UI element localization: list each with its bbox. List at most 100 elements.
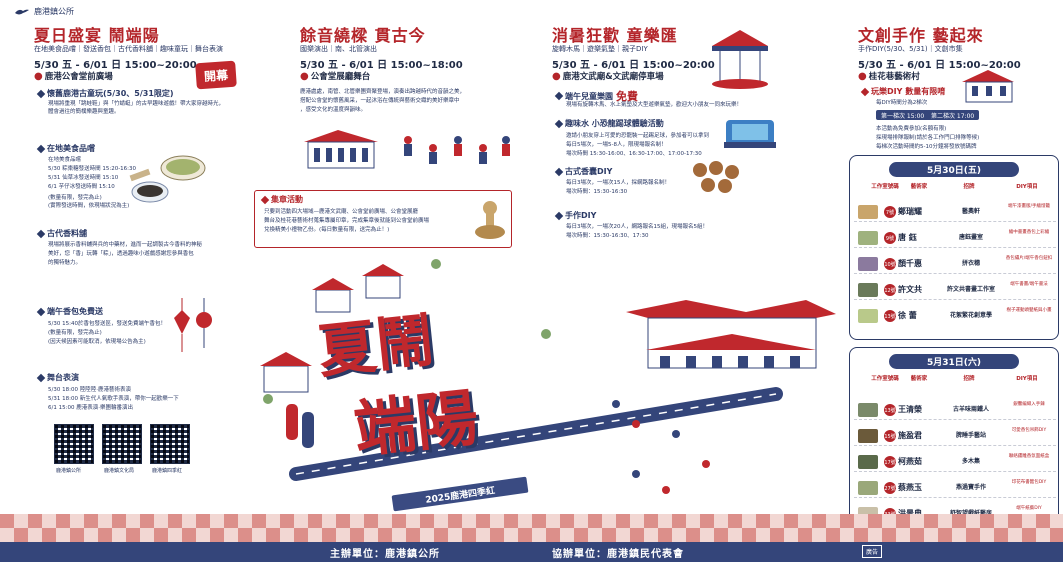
diamond-bullet-icon: [554, 119, 564, 128]
col2-venue: ● 公會堂展廳舞台: [300, 70, 371, 83]
diamond-bullet-icon: [36, 307, 46, 316]
col3-venue: ● 鹿港文武廟&文武廟停車場: [552, 70, 664, 83]
slot2-pill: 第二梯次 17:00: [926, 110, 980, 120]
col1-sec2-line5: (數量有限，發完為止): [48, 195, 102, 201]
artist-thumb: [858, 455, 878, 469]
col1-title: 夏日盛宴 鬧端陽: [34, 26, 160, 45]
col3-sec1-head: 端午兒童樂園免費: [554, 88, 638, 104]
diamond-bullet-icon: [36, 229, 46, 238]
col1-subtitle: 在地美食品嚐｜發送香包｜古代香料舖｜趣味童玩｜舞台表演: [34, 45, 223, 53]
col1-sec2-head: 在地美食品嚐: [36, 143, 95, 154]
schedule-day2: 5月31日(六) 工作室號碼 藝術家 招牌 DIY項目 13號王清榮古羊味兩鐵人…: [849, 347, 1059, 539]
col2-line2: 搭配公會堂的懷舊風采，一起沐浴在傳統與藝術交織的美好樂章中: [300, 98, 460, 104]
schedule-row: 10號顏千惠拼衣穗香包繡片/端午香包鈕扣: [854, 254, 1056, 274]
note2: 採現場排隊報制(請於各工作門口排隊等候): [876, 135, 980, 141]
diamond-bullet-icon: [36, 89, 46, 98]
col1-sec1-line1: 現場將重現「跳蛙鞋」與「竹蜻蜓」的古早趣味遊戲！帶大家穿越時光，: [48, 101, 225, 107]
bird-logo-icon: [15, 9, 29, 14]
col3-sec2-line3: 場次時間 15:30-16:00、16:30-17:00、17:00-17:30: [566, 151, 702, 157]
cookies-illustration: [693, 161, 739, 193]
col1-sec3-line3: 的獨特魅力。: [48, 260, 82, 266]
col3-subtitle: 旋轉木馬｜遊樂氣墊｜親子DIY: [552, 45, 648, 53]
inflatable-illustration: [724, 120, 776, 148]
qr-code-3[interactable]: [150, 424, 190, 464]
note3: 每梯次活動時間約5-10分鐘將發放號碼牌: [876, 144, 977, 150]
food-illustration: [129, 155, 206, 203]
note1: 本活動為免費參加(名額有限): [876, 126, 947, 132]
diy-head: 玩樂DIY 數量有限唷: [860, 86, 945, 97]
qr-label-1: 鹿港鎮公所: [56, 468, 82, 474]
art-village-illustration: [962, 70, 1014, 103]
sachet-illustration: [174, 298, 212, 352]
schedule-row: 7號鄭瑞耀藝奧軒端午漆畫版/手繪燈籠: [854, 202, 1056, 222]
collect-line1: 只要到活動四大場域—鹿港文武廟、公會堂前廣場、公會堂展廳: [264, 209, 419, 215]
diy-sub: 每DIY時間分為2梯次: [876, 100, 928, 106]
col1-date: 5/30 五 - 6/01 日 15:00~20:00: [34, 60, 197, 71]
col1-sec4-line3: (因天候因素可能取消，依現場公告為主): [48, 339, 146, 345]
col3-sec3-head: 古式香囊DIY: [554, 166, 612, 177]
schedule-row: 9號唐 鈺唐鈺畫室繪中書畫香包上彩繪: [854, 228, 1056, 248]
schedule-row: 15號施盈君脾睡手藝站可愛香包吊飾DIY: [854, 426, 1056, 446]
col1-sec2-line4: 6/1 芋仔冰發送時間 15:10: [48, 184, 115, 190]
schedule-row: 12號許文共許文共書畫工作室端午書畫/端午書法: [854, 280, 1056, 300]
diamond-bullet-icon: [860, 87, 870, 96]
col3-sec2-line1: 邀請小朋友穿上可愛的恐龍裝一起踢足球，參加者可以拿到: [566, 133, 710, 139]
col3-sec3-line2: 場次時間：15:30-16:30: [566, 189, 628, 195]
collect-line2: 舞台及桂花巷藝術村蒐集專屬印章，完成集章後就能到公會堂前廣場: [264, 218, 430, 224]
slot1-pill: 第一梯次 15:00: [876, 110, 930, 120]
col3-date: 5/30 五 - 6/01 日 15:00~20:00: [552, 60, 715, 71]
col1-sec4-head: 端午香包免費送: [36, 306, 103, 317]
checker-floor: [0, 514, 1063, 542]
diamond-bullet-icon: [554, 91, 564, 101]
schedule-day2-head: 5月31日(六): [889, 354, 1019, 369]
col2-title: 餘音繞樑 貫古今: [300, 26, 426, 45]
col3-sec4-head: 手作DIY: [554, 210, 596, 221]
diamond-bullet-icon: [36, 373, 46, 382]
col4-date: 5/30 五 - 6/01 日 15:00~20:00: [858, 60, 1021, 71]
collect-head: 集章活動: [260, 194, 303, 205]
col1-sec4-line2: (數量有限，發完為止): [48, 330, 102, 336]
col3-sec1-line1: 現場有旋轉木馬、水上氣墊及大型遊樂氣墊，歡迎大小朋友一同來玩樂！: [566, 102, 743, 108]
schedule-day1: 5月30日(五) 工作室號碼 藝術家 招牌 DIY項目 7號鄭瑞耀藝奧軒端午漆畫…: [849, 155, 1059, 340]
artist-thumb: [858, 205, 878, 219]
stamp-collection-box: [254, 190, 512, 248]
col1-sec5-line1: 5/30 18:00 陸陸陸‧鹿港藝術表演: [48, 387, 131, 393]
co-host-unit: 協辦單位：鹿港鎮民代表會: [552, 549, 684, 560]
carousel-illustration: [712, 30, 768, 89]
col2-subtitle: 國樂演出｜南、北管演出: [300, 45, 377, 53]
stamp-icon: [475, 201, 505, 239]
schedule-row: 17號柯燕茹多木集聯絡鏤雕香氛面紙盒: [854, 452, 1056, 472]
artist-thumb: [858, 309, 878, 323]
schedule-row: 27號蔡燕玉燕過寶手作印花布書籤包DIY: [854, 478, 1056, 498]
col2-date: 5/30 五 - 6/01 日 15:00~18:00: [300, 60, 463, 71]
col4-subtitle: 手作DIY(5/30、5/31)｜文創市集: [858, 45, 963, 53]
col1-sec1-head: 懷舊鹿港古童玩(5/30、5/31限定): [36, 88, 174, 99]
schedule-row: 13號徐 蕾花絮繁花創意學樹子運動頭髮紙與小畫: [854, 306, 1056, 326]
artist-thumb: [858, 481, 878, 495]
footer-bar: 主辦單位：鹿港鎮公所 協辦單位：鹿港鎮民代表會: [0, 542, 1063, 562]
col3-sec2-line2: 每日5場次，一場5-8人，限現場報名制！: [566, 142, 667, 148]
col1-sec3-head: 古代香料舖: [36, 228, 87, 239]
location-pin-icon: ●: [34, 70, 43, 82]
artist-thumb: [858, 257, 878, 271]
artist-thumb: [858, 429, 878, 443]
col4-title: 文創手作 藝起來: [858, 26, 984, 45]
center-illustration: [260, 259, 836, 494]
col1-sec2-line6: (實際發送時間，依現場狀況為主): [48, 203, 130, 209]
qr-code-2[interactable]: [102, 424, 142, 464]
col1-venue: ● 鹿港公會堂前廣場: [34, 70, 113, 83]
col3-title: 消暑狂歡 童樂匯: [552, 26, 678, 45]
schedule-day1-head: 5月30日(五): [889, 162, 1019, 177]
qr-code-1[interactable]: [54, 424, 94, 464]
location-pin-icon: ●: [300, 70, 309, 82]
col2-line3: ，感受文化的溫度與韻味。: [300, 107, 367, 113]
free-tag: 免費: [616, 90, 638, 103]
schedule-row: 13號王清榮古羊味兩鐵人銀馨編織入手鍊: [854, 400, 1056, 420]
diamond-bullet-icon: [36, 144, 46, 153]
col3-sec4-line2: 場次時間：15:30-16:30、17:30: [566, 233, 649, 239]
main-title-1: 夏鬧: [314, 306, 438, 386]
ad-tag: 廣告: [862, 545, 882, 558]
col3-sec3-line1: 每日3場次，一場次15人，採網路報名制！: [566, 180, 670, 186]
stage-illustration: [304, 130, 510, 169]
